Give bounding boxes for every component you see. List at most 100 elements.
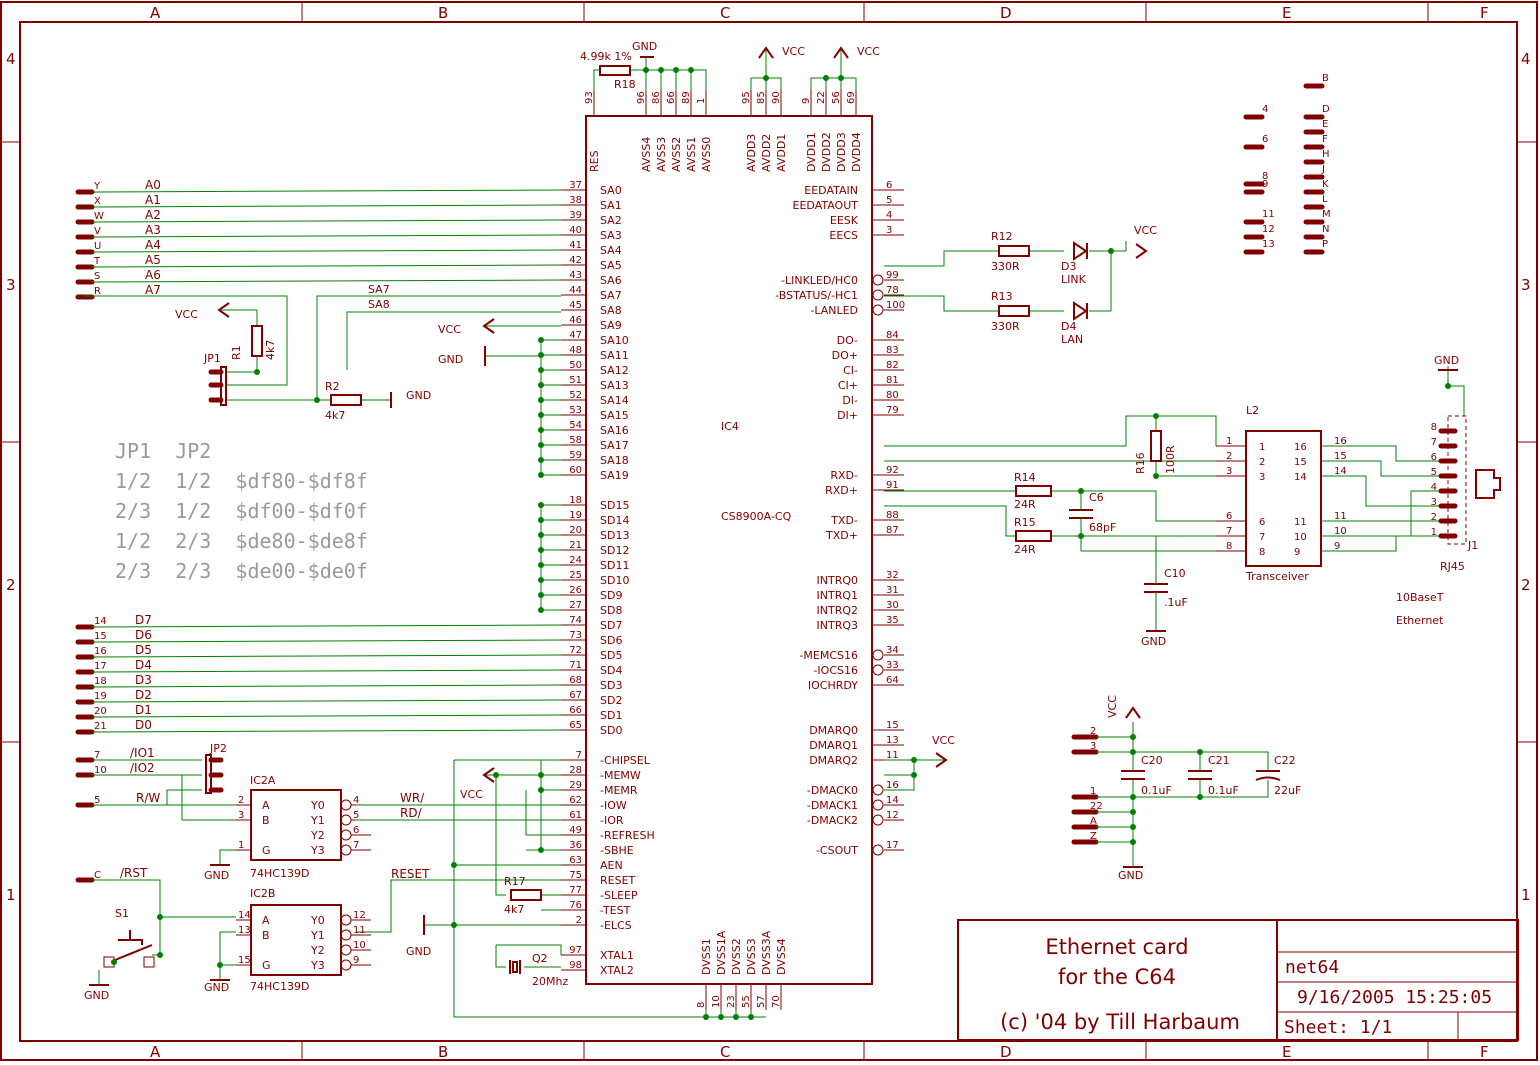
junction (911, 757, 917, 763)
ethernet-note-line1: 10BaseT (1396, 591, 1444, 604)
ic4-pin-name: -IOR (600, 814, 624, 827)
gnd-label: GND (1434, 354, 1459, 367)
ic4-pin-name: DVSS1 (700, 938, 713, 975)
address-pad-label: V (94, 226, 101, 237)
ic4-pin-number: 27 (569, 600, 582, 611)
data-net-label: D4 (135, 658, 152, 672)
ic4-pin-name: RES (588, 150, 601, 172)
transceiver-pin-number: 11 (1334, 511, 1347, 522)
ic4-pin-number: 50 (569, 360, 582, 371)
junction (838, 75, 844, 81)
ic4-pin-number: 46 (569, 315, 582, 326)
ic2-pin-name: Y3 (310, 959, 325, 972)
connector-pad-label: 6 (1262, 134, 1268, 145)
ic2-output-bubble (340, 914, 352, 926)
data-net-label: D0 (135, 718, 152, 732)
ic2-pin-name: Y2 (310, 944, 325, 957)
r12-body (998, 245, 1030, 257)
junction (1078, 488, 1084, 494)
connector-pad-label: D (1322, 104, 1330, 115)
ic4-pin-name: SD10 (600, 574, 629, 587)
gnd-label: GND (406, 389, 431, 402)
vcc-label: VCC (460, 788, 483, 801)
ic4-pin-name: SA8 (600, 304, 622, 317)
connector-pad-label: 13 (1262, 239, 1275, 250)
ic4-pin-number: 67 (569, 690, 582, 701)
ic4-pin-name: -CSOUT (816, 844, 858, 857)
row-label: 1 (6, 886, 16, 904)
junction (658, 67, 664, 73)
row-label: 3 (6, 276, 16, 294)
s1-switch-icon (114, 930, 153, 961)
ic2b-wiring (92, 879, 561, 980)
title-block: Ethernet card for the C64 (c) '04 by Til… (957, 919, 1519, 1041)
junction (748, 1014, 754, 1020)
ic4-pin-number: 3 (886, 225, 892, 236)
r13-body (998, 305, 1030, 317)
ic4-pin-number: 60 (569, 465, 582, 476)
ic4-pin-number: 41 (569, 240, 582, 251)
ic4-pin-number: 95 (741, 91, 752, 104)
ic4-pin-name: -IOCS16 (813, 664, 858, 677)
ic4-pin-name: AVSS1 (685, 137, 698, 172)
transceiver-pin-name: 16 (1294, 442, 1307, 453)
r12-name: R12 (991, 230, 1013, 243)
ic4-pin-number: 84 (886, 330, 899, 341)
ic4-pin-number: 32 (886, 570, 899, 581)
ic4-pin-name: SD2 (600, 694, 622, 707)
row-label: 2 (6, 576, 16, 594)
vcc-label: VCC (857, 45, 880, 58)
sheet-number: Sheet: 1/1 (1284, 1017, 1392, 1038)
data-wire (91, 729, 562, 733)
ic2-pin-name: G (262, 959, 271, 972)
ic2-output-bubble (340, 799, 352, 811)
transceiver-pin-name: 2 (1259, 457, 1265, 468)
ic4-pin-number: 55 (741, 995, 752, 1008)
ic4-pin-name: SD5 (600, 649, 622, 662)
ic2-pin-number: 10 (353, 940, 366, 951)
ic4-pin-number: 21 (569, 540, 582, 551)
junction (157, 914, 163, 920)
ic4-pin-name: DVSS3A (760, 930, 773, 975)
ic4-pin-number: 24 (569, 555, 582, 566)
ic4-pin-name: TXD- (830, 514, 858, 527)
connector-pad-label: 11 (1262, 209, 1275, 220)
junction (451, 862, 457, 868)
ic2-pin-name: Y0 (310, 914, 325, 927)
io2-net: /IO2 (130, 761, 155, 775)
vcc-label: VCC (175, 308, 198, 321)
ic2-pin-number: 5 (353, 810, 359, 821)
ic2a-g-gnd (219, 849, 236, 865)
j1-pin-number: 8 (1431, 422, 1437, 433)
vcc-arrow (758, 46, 774, 59)
ic4-pin-name: DVDD4 (850, 132, 863, 172)
c22-name: C22 (1274, 754, 1296, 767)
ic4-pin-number: 69 (846, 91, 857, 104)
ic4-pin-number: 71 (569, 660, 582, 671)
l2-name: L2 (1246, 404, 1259, 417)
ic4-pin-number: 68 (569, 675, 582, 686)
ic4-pin-number: 93 (584, 91, 595, 104)
jp1-address-select: SA7 SA8 VCC R1 4k7 JP1 R2 4k7 GND VCC GN… (82, 283, 561, 611)
ic4-pin-name: IOCHRDY (808, 679, 858, 692)
ic2-pin-number: 1 (238, 840, 244, 851)
ic2-output-bubble (340, 844, 352, 856)
address-net-label: A0 (145, 178, 161, 192)
j1-value: RJ45 (1440, 560, 1465, 573)
s1-name: S1 (115, 907, 129, 920)
ic4-pin-number: 88 (886, 510, 899, 521)
ic4-pin-name: AVSS3 (655, 137, 668, 172)
io1-net: /IO1 (130, 746, 155, 760)
ic4-pin-number: 38 (569, 195, 582, 206)
jumper-table-row: 1/2 1/2 $df80-$df8f (115, 469, 368, 493)
ic4-pin-name: CI+ (838, 379, 858, 392)
transceiver-pin-name: 11 (1294, 517, 1307, 528)
data-pad-label: 21 (94, 721, 107, 732)
gnd-label: GND (204, 981, 229, 994)
sa8-label: SA8 (368, 298, 390, 311)
ic2b-name: IC2B (250, 887, 275, 900)
ic4-pin-bubble (872, 649, 884, 661)
